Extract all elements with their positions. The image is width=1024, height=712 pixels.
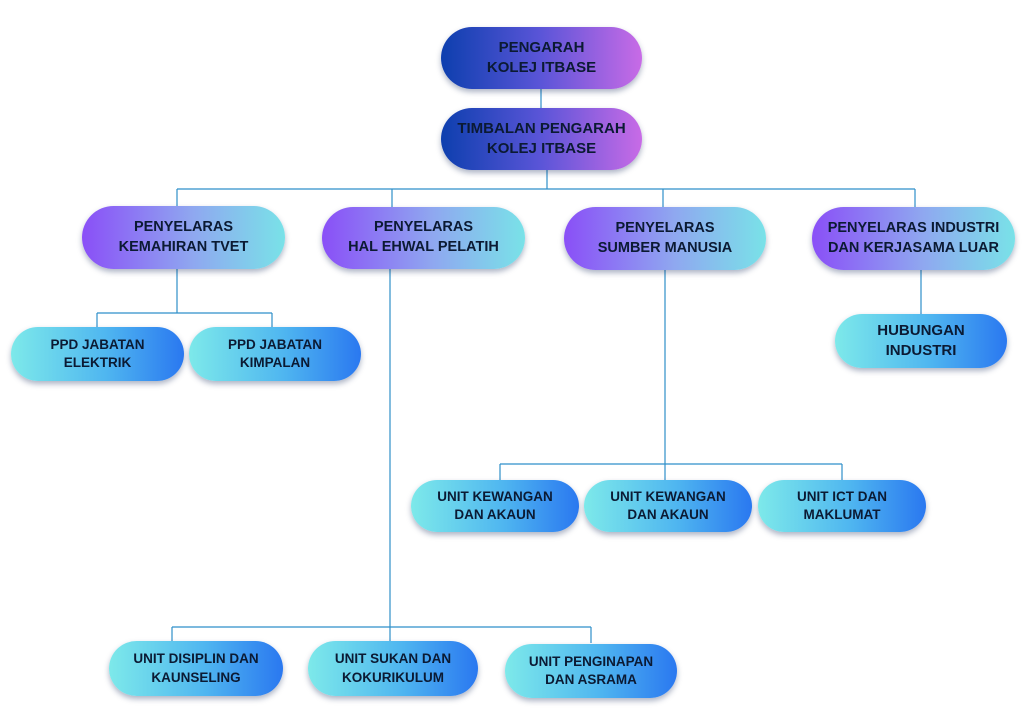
node-unit-kewangan-2: UNIT KEWANGAN DAN AKAUN xyxy=(584,480,752,532)
node-hubungan-industri: HUBUNGAN INDUSTRI xyxy=(835,314,1007,368)
node-penyelaras-hal-ehwal-pelatih: PENYELARAS HAL EHWAL PELATIH xyxy=(322,207,525,269)
node-penyelaras-industri: PENYELARAS INDUSTRI DAN KERJASAMA LUAR xyxy=(812,207,1015,270)
node-penyelaras-kemahiran-tvet: PENYELARAS KEMAHIRAN TVET xyxy=(82,206,285,269)
node-timbalan-pengarah: TIMBALAN PENGARAH KOLEJ ITBASE xyxy=(441,108,642,170)
node-unit-kewangan-1: UNIT KEWANGAN DAN AKAUN xyxy=(411,480,579,532)
node-ppd-jabatan-elektrik: PPD JABATAN ELEKTRIK xyxy=(11,327,184,381)
node-unit-disiplin: UNIT DISIPLIN DAN KAUNSELING xyxy=(109,641,283,696)
node-unit-ict: UNIT ICT DAN MAKLUMAT xyxy=(758,480,926,532)
node-ppd-jabatan-kimpalan: PPD JABATAN KIMPALAN xyxy=(189,327,361,381)
node-penyelaras-sumber-manusia: PENYELARAS SUMBER MANUSIA xyxy=(564,207,766,270)
node-pengarah: PENGARAH KOLEJ ITBASE xyxy=(441,27,642,89)
node-unit-sukan: UNIT SUKAN DAN KOKURIKULUM xyxy=(308,641,478,696)
node-unit-penginapan: UNIT PENGINAPAN DAN ASRAMA xyxy=(505,644,677,698)
